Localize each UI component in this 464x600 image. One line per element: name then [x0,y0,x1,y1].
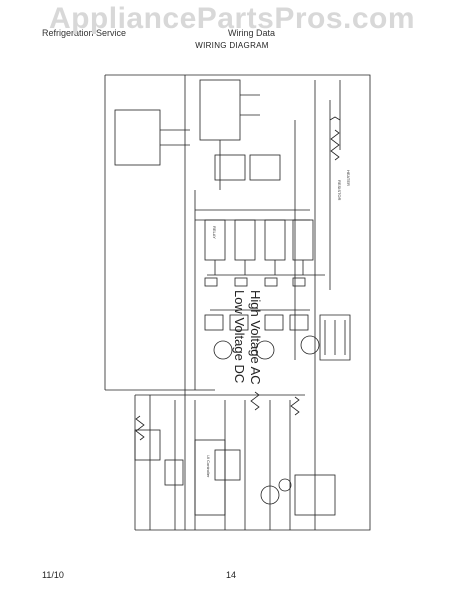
power-supply-box [114,109,161,166]
relay-box-1 [214,154,246,181]
motor-4 [260,485,280,505]
heater-resistor [330,129,340,161]
wire-outer-frame [105,74,371,531]
relay-2 [234,219,256,261]
motor-1 [213,340,233,360]
motor-2 [255,340,275,360]
motor-block-lower [294,474,336,516]
relay-label: RELAY [212,226,217,239]
header-section-title: Refrigeration Service [42,28,127,38]
motor-3 [300,335,320,355]
relay-block-top [199,79,241,141]
motor-5 [278,478,292,492]
ui-controller-label: UI Controller [206,455,211,478]
connector-right [319,314,351,361]
heater-label: HEATER [346,170,351,186]
header-subtitle: Wiring Data [228,28,276,38]
ui-control-board [194,439,226,516]
connector-lower-mid [214,449,241,481]
relay-box-2 [249,154,281,181]
resistor-label: RESISTOR [337,180,342,200]
low-voltage-label: Low Voltage DC [232,290,247,383]
page-title: WIRING DIAGRAM [195,41,269,50]
wiring-diagram-svg: High Voltage AC Low Voltage DC RELAY HEA… [104,74,371,531]
relay-4 [292,219,314,261]
relay-3 [264,219,286,261]
high-voltage-label: High Voltage AC [248,290,263,385]
wiring-diagram: High Voltage AC Low Voltage DC RELAY HEA… [95,60,385,555]
page-number: 14 [226,570,237,580]
connector-lower-left [134,429,161,461]
watermark-logo: AppliancePartsPros.com [48,2,416,35]
footer-date: 11/10 [42,570,64,580]
